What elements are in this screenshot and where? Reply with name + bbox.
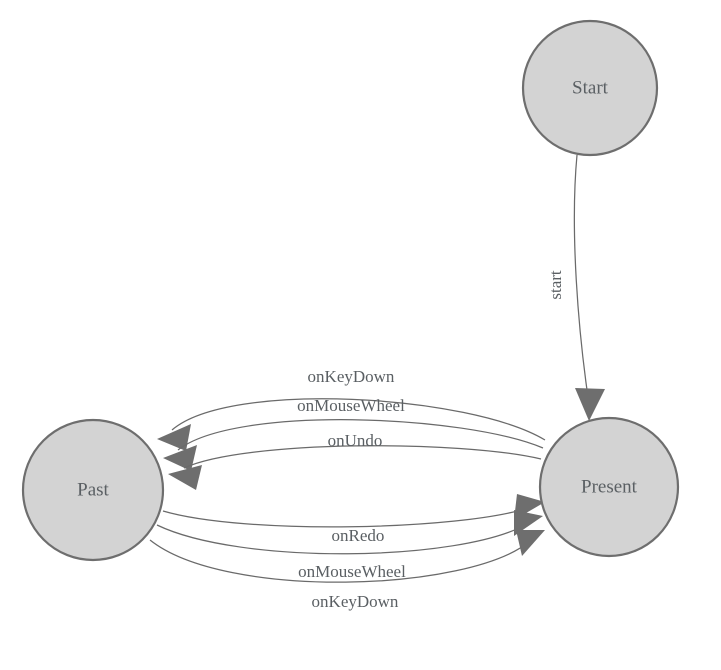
edge-past-to-present-onkeydown-path <box>149 539 531 583</box>
edge-present-to-past-onmousewheel[interactable]: onMouseWheel <box>163 396 544 471</box>
edge-present-to-past-onundo-path <box>183 445 542 469</box>
edge-present-to-past-onmousewheel-arrowhead <box>163 445 197 471</box>
node-present[interactable]: Present <box>538 416 680 558</box>
edge-past-to-present-onmousewheel-path <box>156 523 528 555</box>
edge-past-to-present-onmousewheel[interactable]: onMouseWheel <box>156 510 543 581</box>
edge-start-to-present[interactable]: start <box>546 154 605 421</box>
edge-start-to-present-label: start <box>546 270 565 300</box>
edge-past-to-present-onkeydown-label: onKeyDown <box>312 592 399 611</box>
node-past-label: Past <box>77 479 109 500</box>
edge-past-to-present-onmousewheel-label: onMouseWheel <box>298 562 406 581</box>
edge-past-to-present-onmousewheel-arrowhead <box>514 510 543 536</box>
edge-present-to-past-onkeydown-label: onKeyDown <box>308 367 395 386</box>
edge-past-to-present-onredo-label: onRedo <box>332 526 385 545</box>
edge-present-to-past-onundo[interactable]: onUndo <box>168 431 542 490</box>
edge-past-to-present-onredo-path <box>162 507 529 528</box>
edge-present-to-past-onundo-label: onUndo <box>328 431 383 450</box>
node-start[interactable]: Start <box>521 19 659 157</box>
edge-present-to-past-onkeydown[interactable]: onKeyDown <box>157 367 546 451</box>
edge-present-to-past-onkeydown-arrowhead <box>157 424 191 451</box>
edge-start-to-present-path <box>573 154 590 405</box>
edge-present-to-past-onmousewheel-label: onMouseWheel <box>297 396 405 415</box>
node-start-label: Start <box>572 77 609 98</box>
node-start-circle <box>521 19 659 157</box>
node-present-circle <box>538 416 680 558</box>
node-past[interactable]: Past <box>21 418 165 562</box>
edge-start-to-present-arrowhead <box>575 388 605 421</box>
node-present-label: Present <box>581 476 638 497</box>
node-past-circle <box>21 418 165 562</box>
edge-past-to-present-onredo[interactable]: onRedo <box>162 494 545 545</box>
edge-present-to-past-onundo-arrowhead <box>168 465 202 490</box>
edge-present-to-past-onmousewheel-path <box>177 419 544 451</box>
edge-past-to-present-onkeydown-arrowhead <box>516 530 545 556</box>
edge-past-to-present-onkeydown[interactable]: onKeyDown <box>149 530 545 611</box>
edge-present-to-past-onkeydown-path <box>171 398 546 441</box>
